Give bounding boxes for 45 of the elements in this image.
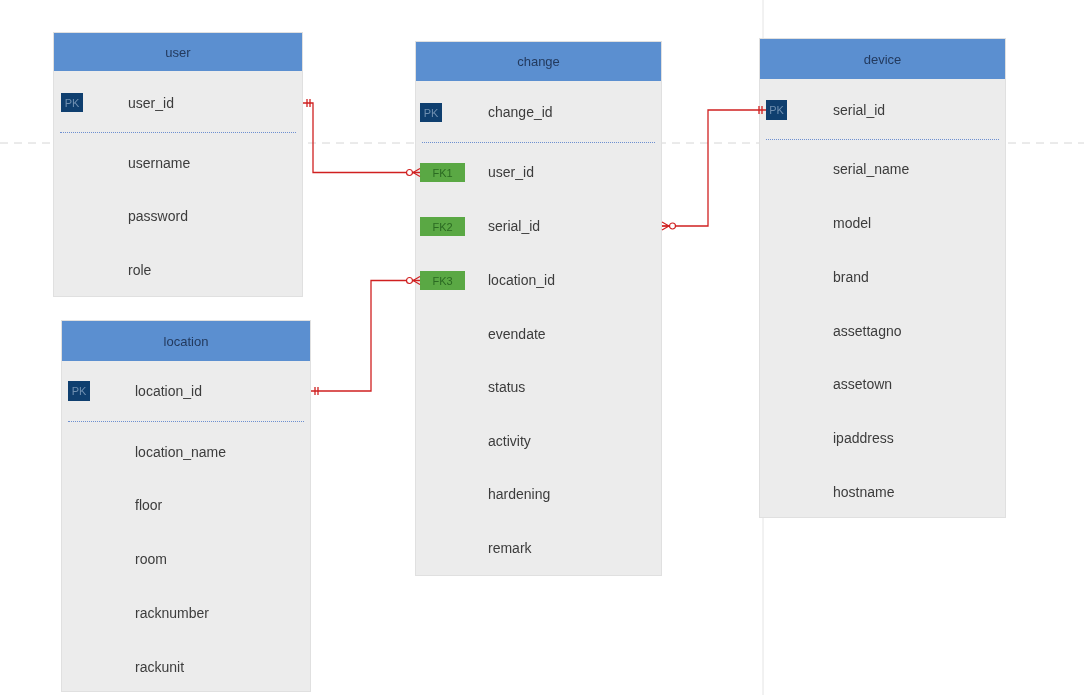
field-name: hardening xyxy=(488,482,638,506)
field-name: user_id xyxy=(488,160,638,184)
field-name: evendate xyxy=(488,322,638,346)
field-name: floor xyxy=(135,493,285,517)
entity-table xyxy=(61,320,311,692)
field-name: brand xyxy=(833,265,983,289)
foreign-key-badge: FK2 xyxy=(420,217,465,236)
field-name: location_id xyxy=(135,379,310,403)
field-name: serial_id xyxy=(833,98,983,122)
field-name: model xyxy=(833,211,983,235)
field-name: role xyxy=(128,258,278,282)
entity-table xyxy=(415,41,662,576)
field-name: hostname xyxy=(833,480,983,504)
foreign-key-badge: FK3 xyxy=(420,271,465,290)
field-name: rackunit xyxy=(135,655,285,679)
field-name: assettagno xyxy=(833,319,983,343)
table-header: user xyxy=(54,33,302,71)
entity-table xyxy=(53,32,303,297)
table-header: device xyxy=(760,39,1005,79)
table-header: location xyxy=(62,321,310,361)
field-name: assetown xyxy=(833,372,983,396)
primary-key-badge: PK xyxy=(68,381,90,401)
entity-table xyxy=(759,38,1006,518)
primary-key-badge: PK xyxy=(420,103,442,122)
field-name: password xyxy=(128,204,278,228)
primary-key-badge: PK xyxy=(61,93,83,112)
field-name: status xyxy=(488,375,638,399)
field-name: room xyxy=(135,547,285,571)
field-name: user_id xyxy=(128,91,302,115)
field-name: ipaddress xyxy=(833,426,983,450)
relationship-line xyxy=(661,105,767,231)
field-name: location_id xyxy=(488,268,638,292)
field-name: username xyxy=(128,151,278,175)
relationship-line xyxy=(310,275,421,396)
field-name: serial_name xyxy=(833,157,983,181)
field-name: activity xyxy=(488,429,638,453)
field-name: change_id xyxy=(488,100,638,124)
field-name: remark xyxy=(488,536,638,560)
relationship-line xyxy=(302,98,421,178)
field-name: serial_id xyxy=(488,214,661,238)
field-name: location_name xyxy=(135,440,285,464)
field-name: racknumber xyxy=(135,601,285,625)
primary-key-badge: PK xyxy=(766,100,787,120)
foreign-key-badge: FK1 xyxy=(420,163,465,182)
table-header: change xyxy=(416,42,661,81)
